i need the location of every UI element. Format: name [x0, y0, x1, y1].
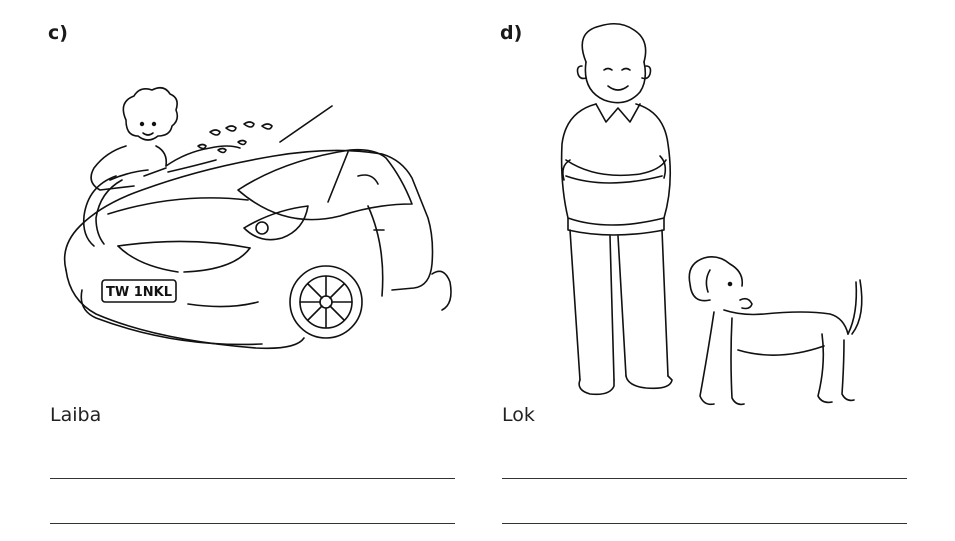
car-wash-icon: TW 1NKL: [48, 0, 468, 380]
man-with-dog-icon: [500, 0, 920, 440]
answer-line-d-2[interactable]: [502, 523, 907, 524]
name-laiba: Laiba: [50, 404, 102, 426]
license-plate-text: TW 1NKL: [106, 285, 172, 300]
answer-line-c-1[interactable]: [50, 478, 455, 479]
panel-label-c: c): [48, 22, 68, 44]
answer-line-d-1[interactable]: [502, 478, 907, 479]
panel-d: d): [500, 0, 920, 541]
name-lok: Lok: [502, 404, 535, 426]
panel-c: c): [48, 0, 468, 541]
answer-line-c-2[interactable]: [50, 523, 455, 524]
panel-label-d: d): [500, 22, 523, 44]
